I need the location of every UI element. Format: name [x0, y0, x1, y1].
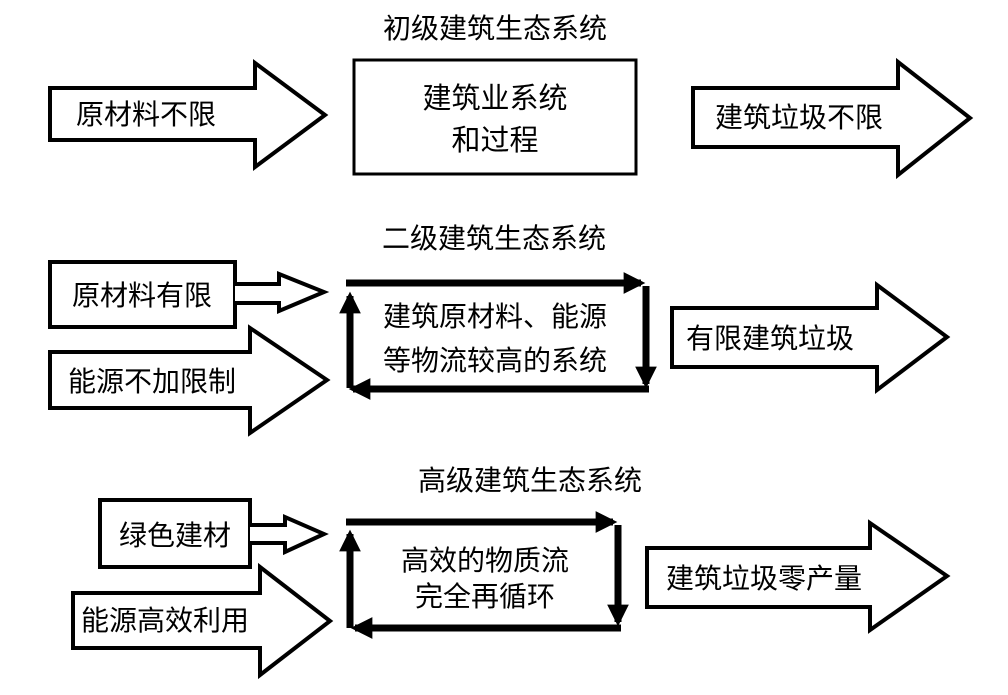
primary-system-box-line2: 和过程	[451, 124, 538, 157]
primary-section-title: 初级建筑生态系统	[383, 13, 607, 45]
secondary-output-block-arrow-right-icon	[670, 281, 951, 395]
advanced-ecosystem-section: 高级建筑生态系统 绿色建材 能源高效利用 高效的物质流 完全再循环 建筑垃圾零产…	[71, 465, 951, 680]
primary-system-box-line1: 建筑业系统	[422, 82, 567, 115]
secondary-system-box-line2: 等物流较高的系统	[383, 345, 607, 377]
advanced-recycle-loop-icon	[339, 511, 629, 639]
secondary-system-box-line1: 建筑原材料、能源	[383, 301, 607, 333]
primary-output-block-arrow-right-icon	[691, 57, 974, 180]
primary-input-block-arrow-right-icon	[48, 59, 329, 171]
advanced-small-block-arrow-right-icon	[250, 513, 329, 556]
secondary-recycle-loop-icon	[339, 272, 657, 400]
secondary-small-block-arrow-right-icon	[235, 271, 330, 315]
advanced-output-arrow-label: 建筑垃圾零产量	[666, 563, 862, 595]
advanced-input-box-label: 绿色建材	[119, 520, 231, 552]
secondary-section-title: 二级建筑生态系统	[382, 223, 606, 255]
secondary-input-arrow-label: 能源不加限制	[68, 366, 236, 398]
primary-output-arrow-label: 建筑垃圾不限	[715, 102, 883, 134]
advanced-input-arrow-label: 能源高效利用	[81, 605, 249, 637]
primary-system-box	[352, 58, 638, 176]
secondary-output-arrow-label: 有限建筑垃圾	[686, 323, 854, 355]
advanced-input-block-arrow-right-icon	[71, 562, 334, 680]
secondary-input-block-arrow-right-icon	[48, 324, 331, 437]
primary-ecosystem-section: 初级建筑生态系统 原材料不限 建筑业系统 和过程 建筑垃圾不限	[48, 13, 974, 180]
advanced-system-box-line2: 完全再循环	[415, 581, 555, 613]
advanced-output-block-arrow-right-icon	[645, 519, 951, 634]
advanced-input-box	[98, 498, 252, 569]
advanced-system-box-line1: 高效的物质流	[401, 545, 569, 577]
secondary-input-box-label: 原材料有限	[72, 280, 212, 312]
advanced-section-title: 高级建筑生态系统	[418, 465, 642, 497]
secondary-ecosystem-section: 二级建筑生态系统 原材料有限 能源不加限制 建筑原材料、能源 等物流较高的系统 …	[48, 223, 951, 437]
primary-input-arrow-label: 原材料不限	[76, 99, 216, 131]
